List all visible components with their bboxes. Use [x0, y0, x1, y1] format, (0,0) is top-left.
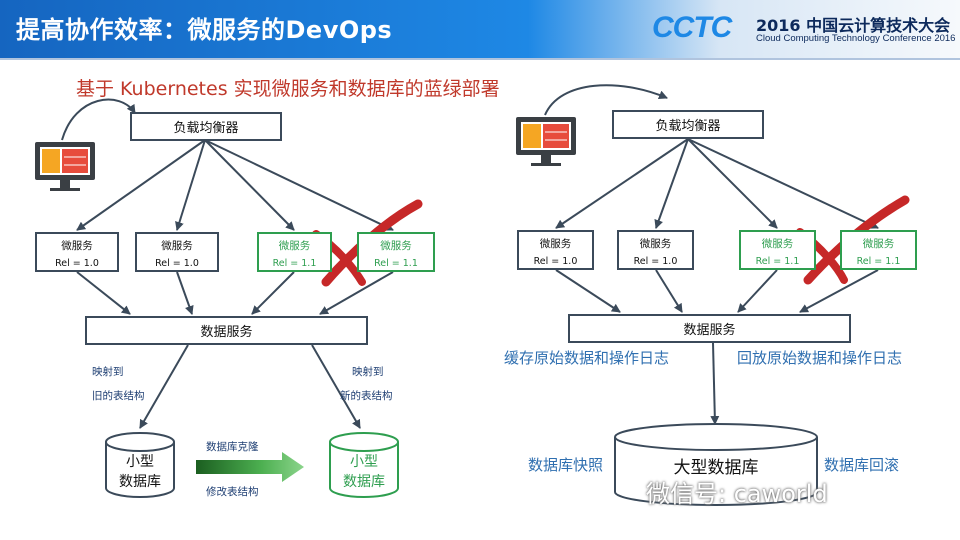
microservice-box-left-2: 微服务 Rel = 1.0 [135, 232, 219, 272]
clone-label: 数据库克隆 [206, 441, 259, 453]
microservice-name: 微服务 [161, 240, 193, 252]
rollback-label: 数据库回滚 [824, 456, 900, 474]
microservice-release: Rel = 1.0 [533, 256, 578, 267]
microservice-name: 微服务 [380, 240, 412, 252]
wechat-watermark: 微信号: caworld [646, 480, 828, 508]
load-balancer-label-left: 负载均衡器 [173, 121, 239, 136]
microservice-release: Rel = 1.0 [633, 256, 678, 267]
microservice-release: Rel = 1.1 [856, 256, 901, 267]
data-service-label-left: 数据服务 [200, 325, 253, 340]
data-service-label-right: 数据服务 [683, 323, 736, 338]
load-balancer-box-left: 负载均衡器 [130, 112, 282, 141]
microservice-name: 微服务 [278, 240, 311, 252]
data-service-box-right: 数据服务 [568, 314, 851, 343]
snapshot-label: 数据库快照 [528, 456, 604, 474]
slide-title: 提高协作效率：微服务的DevOps [16, 16, 393, 44]
conference-title: 2016 中国云计算技术大会 [756, 16, 951, 35]
microservice-name: 微服务 [862, 238, 895, 250]
db-small-old-line1: 小型 [126, 454, 154, 470]
microservice-release: Rel = 1.1 [374, 258, 418, 269]
microservice-release: Rel = 1.1 [272, 258, 317, 269]
clone-arrow [196, 452, 304, 482]
database-cylinder-old [105, 432, 175, 498]
microservice-name: 微服务 [761, 238, 794, 250]
microservice-box-right-1: 微服务 Rel = 1.0 [517, 230, 594, 270]
microservice-box-left-1: 微服务 Rel = 1.0 [35, 232, 119, 272]
microservice-box-right-3: 微服务 Rel = 1.1 [739, 230, 816, 270]
microservice-name: 微服务 [639, 238, 672, 250]
data-service-box-left: 数据服务 [85, 316, 368, 345]
load-balancer-label-right: 负载均衡器 [655, 119, 721, 134]
db-large-label: 大型数据库 [673, 458, 759, 478]
map-new-label-2: 新的表结构 [340, 390, 393, 402]
microservice-release: Rel = 1.0 [155, 258, 199, 269]
db-small-old-line2: 数据库 [119, 474, 161, 490]
db-small-new-line1: 小型 [350, 454, 378, 470]
map-new-label-1: 映射到 [352, 366, 384, 378]
map-old-label-2: 旧的表结构 [92, 390, 145, 402]
cctc-logo: CCTC [652, 11, 732, 44]
db-small-new-label: 小型 数据库 [330, 452, 398, 492]
cache-label: 缓存原始数据和操作日志 [504, 349, 670, 367]
diagram-subtitle: 基于 Kubernetes 实现微服务和数据库的蓝绿部署 [76, 78, 500, 100]
alter-schema-label: 修改表结构 [206, 486, 259, 498]
conference-subtitle: Cloud Computing Technology Conference 20… [756, 33, 956, 44]
header-bar [0, 0, 960, 58]
microservice-box-right-4: 微服务 Rel = 1.1 [840, 230, 917, 270]
header-divider [0, 58, 960, 60]
microservice-name: 微服务 [539, 238, 572, 250]
microservice-box-right-2: 微服务 Rel = 1.0 [617, 230, 694, 270]
load-balancer-box-right: 负载均衡器 [612, 110, 764, 139]
microservice-name: 微服务 [61, 240, 93, 252]
map-old-label-1: 映射到 [92, 366, 124, 378]
monitor-icon-right [516, 117, 576, 166]
microservice-box-left-4: 微服务 Rel = 1.1 [357, 232, 435, 272]
microservice-release: Rel = 1.1 [755, 256, 800, 267]
microservice-release: Rel = 1.0 [55, 258, 99, 269]
db-small-new-line2: 数据库 [343, 474, 385, 490]
monitor-icon-left [35, 142, 95, 191]
microservice-box-left-3: 微服务 Rel = 1.1 [257, 232, 332, 272]
database-cylinder-large [614, 423, 818, 506]
db-small-old-label: 小型 数据库 [106, 452, 174, 492]
database-cylinder-new [329, 432, 399, 498]
replay-label: 回放原始数据和操作日志 [737, 349, 903, 367]
